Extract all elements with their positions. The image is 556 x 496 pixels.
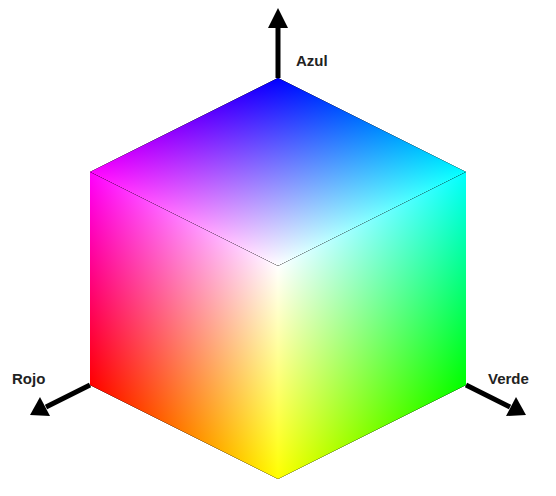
axis-label: Verde (488, 370, 529, 388)
axis-label: Azul (296, 52, 328, 70)
axis-arrows (30, 8, 526, 416)
axis-label: Rojo (12, 370, 45, 388)
cube-face-left (90, 172, 278, 479)
cube-face-right (278, 172, 466, 479)
